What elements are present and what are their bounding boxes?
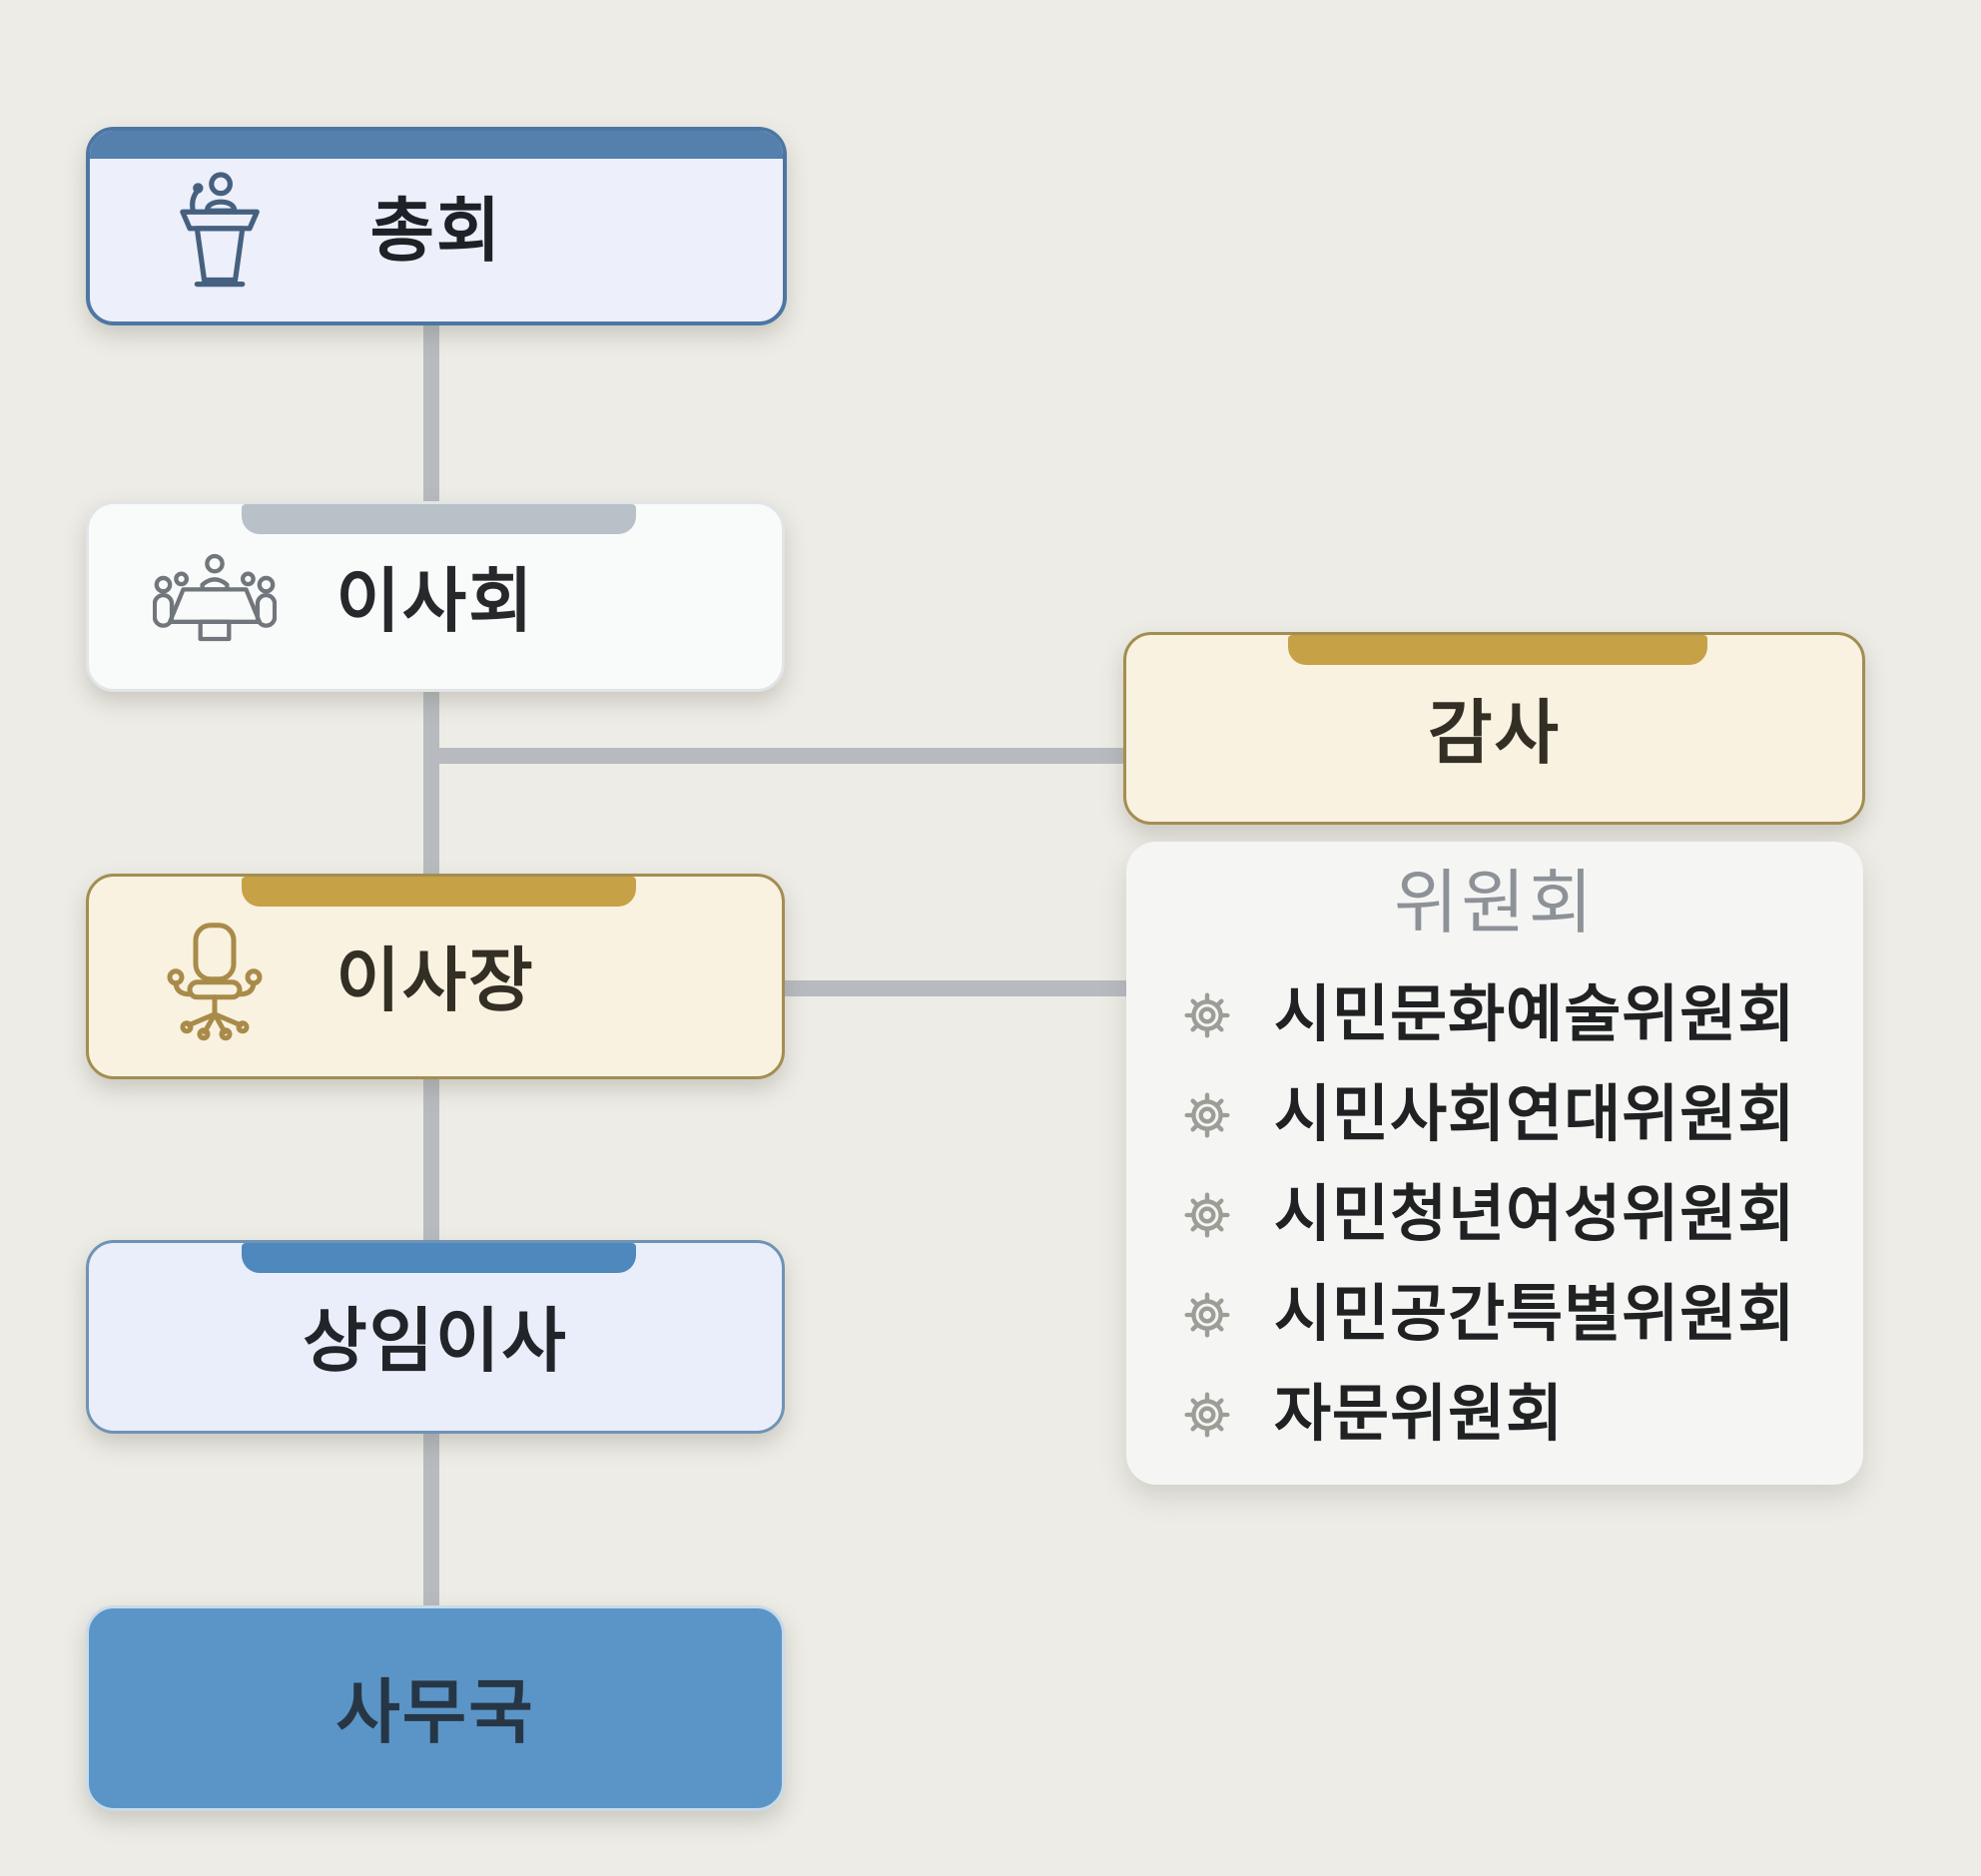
gear-icon — [1176, 1184, 1238, 1246]
committee-item-label: 시민문화예술위원회 — [1274, 980, 1796, 1049]
node-label: 총회 — [369, 191, 503, 270]
accent-bar — [1288, 635, 1708, 665]
connector-to-committees — [771, 980, 1130, 996]
node-label: 사무국 — [335, 1673, 535, 1752]
podium-icon — [166, 170, 270, 292]
chair-icon — [165, 922, 265, 1041]
committee-item-label: 시민청년여성위원회 — [1274, 1180, 1796, 1249]
accent-bar — [241, 504, 637, 534]
gear-icon — [1176, 1384, 1238, 1446]
node-label: 이사장 — [335, 941, 535, 1020]
list-item: 시민사회연대위원회 — [1126, 1065, 1863, 1165]
gear-icon — [1176, 1084, 1238, 1146]
accent-bar — [241, 877, 637, 907]
list-item: 시민문화예술위원회 — [1126, 965, 1863, 1065]
connector-board-chairman — [423, 679, 439, 882]
accent-bar — [90, 131, 783, 159]
connector-to-auditor — [431, 748, 1130, 764]
gear-icon — [1176, 984, 1238, 1046]
committee-item-label: 시민공간특별위원회 — [1274, 1280, 1796, 1349]
node-auditor: 감사 — [1123, 632, 1865, 825]
node-label: 이사회 — [335, 561, 535, 640]
node-executive-director: 상임이사 — [86, 1240, 785, 1434]
list-item: 자문위원회 — [1126, 1365, 1863, 1465]
list-item: 시민청년여성위원회 — [1126, 1165, 1863, 1265]
meeting-icon — [153, 552, 277, 648]
node-chairman: 이사장 — [86, 874, 785, 1079]
connector-executive-secretariat — [423, 1422, 439, 1613]
list-item: 시민공간특별위원회 — [1126, 1265, 1863, 1365]
committee-item-label: 시민사회연대위원회 — [1274, 1080, 1796, 1149]
node-label: 감사 — [1428, 693, 1561, 772]
committee-panel: 위원회 시민문화예술위원회 시민사회연대위원회 — [1126, 842, 1863, 1485]
committee-list: 시민문화예술위원회 시민사회연대위원회 시민 — [1126, 965, 1863, 1465]
accent-bar — [241, 1243, 637, 1273]
node-secretariat: 사무국 — [86, 1605, 785, 1811]
node-general-assembly: 총회 — [86, 127, 787, 325]
committee-item-label: 자문위원회 — [1274, 1380, 1565, 1449]
connector-chairman-executive — [423, 1066, 439, 1248]
connector-assembly-board — [423, 310, 439, 509]
node-label: 상임이사 — [303, 1302, 568, 1381]
committee-panel-title: 위원회 — [1393, 864, 1597, 941]
node-board: 이사회 — [86, 501, 785, 692]
gear-icon — [1176, 1284, 1238, 1346]
